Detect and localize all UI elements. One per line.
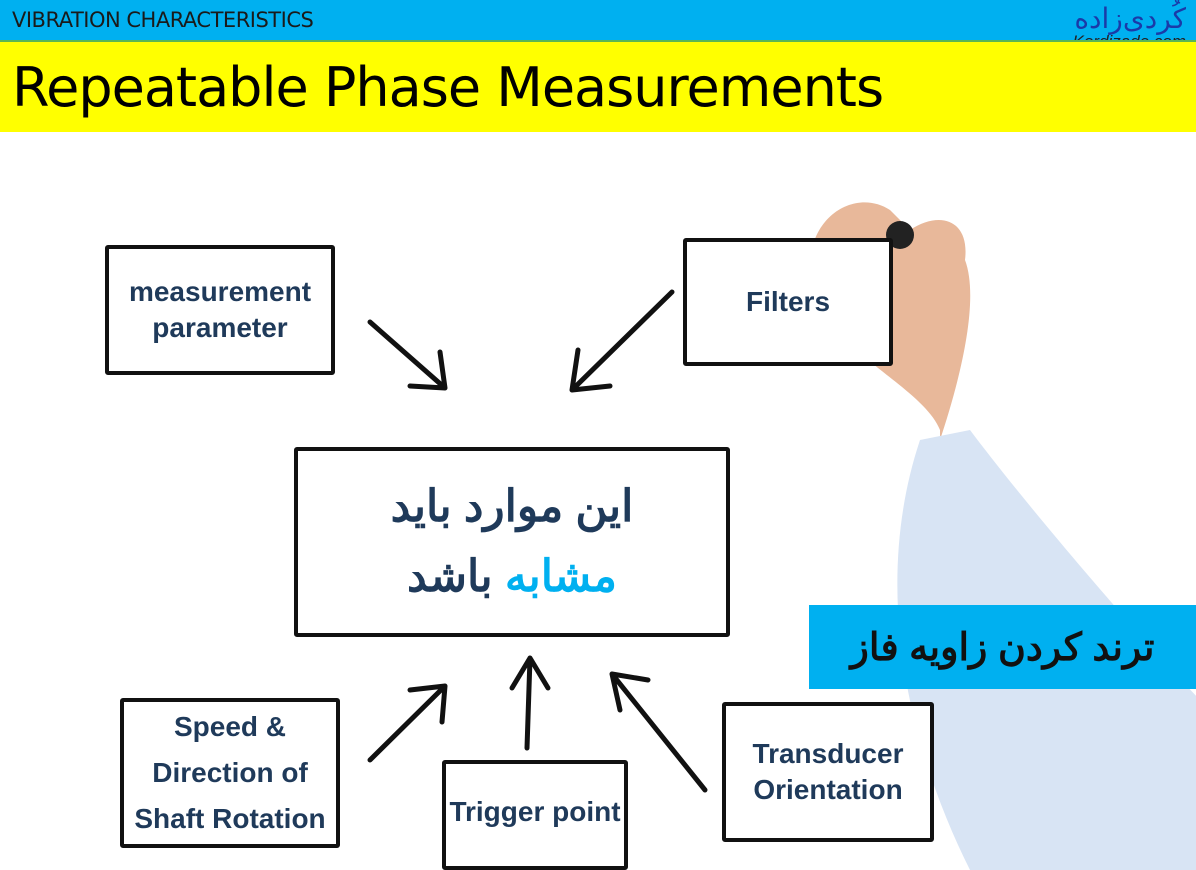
slide-title: Repeatable Phase Measurements (12, 56, 884, 119)
section-label: VIBRATION CHARACTERISTICS (12, 8, 314, 32)
arrow-2 (569, 289, 675, 393)
center-rest: باشد (407, 552, 493, 601)
arrow-1 (367, 319, 448, 391)
title-bar: Repeatable Phase Measurements (0, 40, 1196, 132)
center-highlight: مشابه (504, 552, 617, 601)
center-line-1: این موارد باید (390, 482, 634, 531)
box-center: این موارد باید مشابه باشد (294, 447, 730, 637)
logo-persian: کُردی‌زاده (1074, 2, 1186, 35)
arrow-3 (367, 683, 448, 763)
box-measurement-parameter: measurement parameter (105, 245, 335, 375)
box-trigger-point: Trigger point (442, 760, 628, 870)
box-label: measurement parameter (128, 276, 312, 343)
box-label: Trigger point (449, 796, 621, 827)
arrow-4 (509, 655, 551, 751)
box-filters: Filters (683, 238, 893, 366)
phase-trend-label: ترند کردن زاویه فاز (809, 605, 1196, 689)
box-label: Filters (745, 286, 831, 317)
box-speed-direction: Speed & Direction of Shaft Rotation (120, 698, 340, 848)
box-transducer-orientation: Transducer Orientation (722, 702, 934, 842)
box-label: Transducer Orientation (752, 738, 904, 805)
box-label: Speed & Direction of Shaft Rotation (134, 711, 326, 834)
arrow-5 (609, 671, 708, 793)
